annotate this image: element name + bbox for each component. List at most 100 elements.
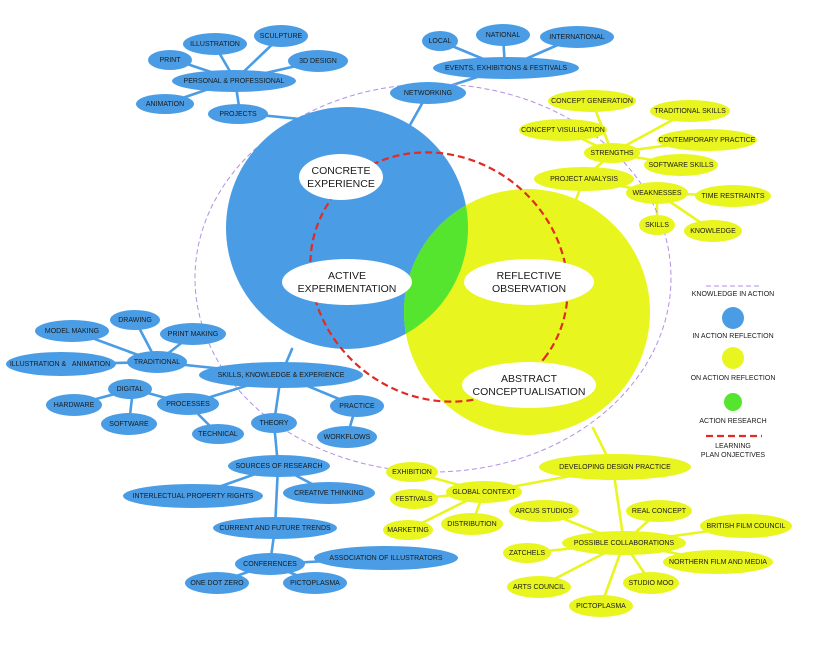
node-label: 3D DESIGN [299,58,337,65]
node-label: WORKFLOWS [324,434,371,441]
node-label: CONFERENCES [243,561,297,568]
node-theory: THEORY [251,413,297,433]
node-bubble [199,362,363,388]
reflective-line-2: OBSERVATION [492,283,566,295]
node-bubble [183,33,247,55]
node-events-exhibitions-festivals: EVENTS, EXHIBITIONS & FESTIVALS [433,57,579,79]
node-traditional: TRADITIONAL [127,351,187,373]
node-intellectual-property-rights: INTERLECTUAL PROPERTY RIGHTS [123,484,263,508]
node-concept-generation: CONCEPT GENERATION [548,90,636,112]
node-processes: PROCESSES [157,393,219,415]
concrete-experience-node: CONCRETE EXPERIENCE [299,154,383,200]
node-label: PICTOPLASMA [290,580,340,587]
node-label: PERSONAL & PROFESSIONAL [184,78,285,85]
node-label: ASSOCIATION OF ILLUSTRATORS [329,555,443,562]
node-animation: ANIMATION [136,94,194,114]
node-studio-moo: STUDIO MOO [623,572,679,594]
node-label: EXHIBITION [392,469,432,476]
node-projects: PROJECTS [208,104,268,124]
node-weaknesses: WEAKNESSES [626,182,688,204]
node-label: ONE DOT ZERO [190,580,244,587]
node-bubble [314,546,458,570]
node-hardware: HARDWARE [46,394,102,416]
node-bubble [509,500,579,522]
node-label: BRITISH FILM COUNCIL [707,523,786,530]
legend-plan-objectives: PLAN ONJECTIVES [701,452,766,459]
node-label: ANIMATION [146,101,184,108]
legend-action-research: ACTION RESEARCH [699,418,766,425]
node-real-concept: REAL CONCEPT [626,500,692,522]
reflective-line-1: REFLECTIVE [497,270,562,282]
node-software: SOFTWARE [101,413,157,435]
node-label: NETWORKING [404,90,452,97]
node-northern-film-media: NORTHERN FILM AND MEDIA [663,550,773,574]
node-label: CONCEPT GENERATION [551,98,633,105]
node-print: PRINT [148,50,192,70]
node-bubble [657,129,757,151]
node-sources-of-research: SOURCES OF RESEARCH [228,455,330,477]
abstract-conceptualisation-node: ABSTRACT CONCEPTUALISATION [462,362,596,408]
node-bubble [700,514,792,538]
center-node-bubble [299,154,383,200]
node-bubble [386,462,438,482]
node-label: LOCAL [429,38,452,45]
node-label: EVENTS, EXHIBITIONS & FESTIVALS [445,65,567,72]
node-bubble [548,90,636,112]
node-label: STUDIO MOO [628,580,674,587]
node-label: NATIONAL [486,32,521,39]
node-label: TRADITIONAL SKILLS [654,108,726,115]
node-label: PROJECT ANALYSIS [550,176,618,183]
node-conferences: CONFERENCES [235,553,305,575]
node-bubble [422,31,458,51]
node-label: KNOWLEDGE [690,228,736,235]
node-bubble [539,454,691,480]
reflective-observation-node: REFLECTIVE OBSERVATION [464,259,594,305]
active-line-1: ACTIVE [328,270,366,282]
node-label: CURRENT AND FUTURE TRENDS [219,525,331,532]
node-bubble [507,576,571,598]
node-bubble [383,520,433,540]
node-label: HARDWARE [54,402,95,409]
node-bubble [283,482,375,504]
node-label: SKILLS [645,222,669,229]
node-label: PROJECTS [219,111,257,118]
node-possible-collaborations: POSSIBLE COLLABORATIONS [562,531,686,555]
node-label: PROCESSES [166,401,210,408]
legend-on-action-reflection: ON ACTION REFLECTION [691,375,776,382]
node-concept-visulisation: CONCEPT VISULISATION [519,119,607,141]
node-skills-weakness: SKILLS [639,215,675,235]
node-bubble [160,323,226,345]
node-bubble [108,379,152,399]
node-traditional-skills: TRADITIONAL SKILLS [650,100,730,122]
node-practice: PRACTICE [330,395,384,417]
node-label: SOFTWARE [109,421,149,428]
node-label: WEAKNESSES [632,190,681,197]
node-bubble [441,513,503,535]
node-print-making: PRINT MAKING [160,323,226,345]
center-node-bubble [464,259,594,305]
node-bubble [476,24,530,46]
node-bubble [288,50,348,72]
node-bubble [639,215,675,235]
node-software-skills: SOFTWARE SKILLS [644,154,718,176]
node-label: SKILLS, KNOWLEDGE & EXPERIENCE [218,372,345,379]
node-model-making: MODEL MAKING [35,320,109,342]
node-bubble [433,57,579,79]
node-illustration: ILLUSTRATION [183,33,247,55]
node-arts-council: ARTS COUNCIL [507,576,571,598]
node-label: SOFTWARE SKILLS [648,162,713,169]
node-label: PRACTICE [339,403,375,410]
node-bubble [251,413,297,433]
node-international: INTERNATIONAL [540,26,614,48]
node-label: PICTOPLASMA [576,603,626,610]
node-label: SOURCES OF RESEARCH [235,463,322,470]
node-bubble [626,500,692,522]
node-current-future-trends: CURRENT AND FUTURE TRENDS [213,517,337,539]
node-bubble [148,50,192,70]
node-label: ARCUS STUDIOS [515,508,573,515]
node-distribution: DISTRIBUTION [441,513,503,535]
node-marketing: MARKETING [383,520,433,540]
node-label: DISTRIBUTION [447,521,496,528]
node-label: ILLUSTRATION & [10,361,67,368]
legend-learning: LEARNING [715,443,751,450]
